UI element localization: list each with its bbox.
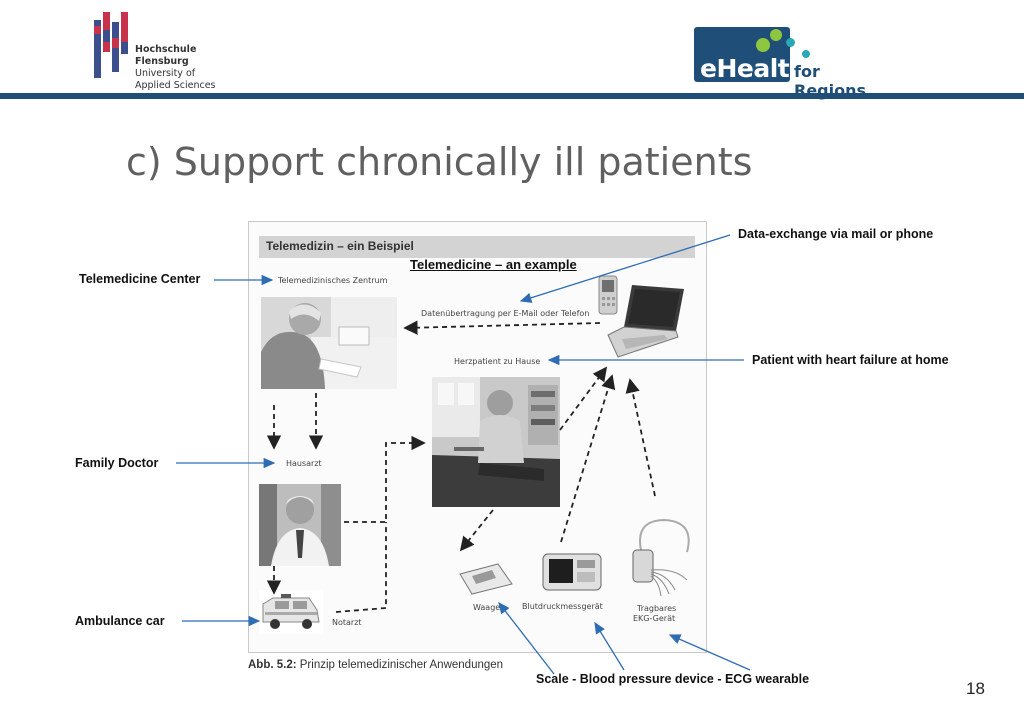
dashed-arrow	[335, 522, 387, 613]
logo-dot-icon	[756, 38, 770, 52]
annotation-devices: Scale - Blood pressure device - ECG wear…	[536, 672, 810, 686]
dashed-arrow	[625, 378, 656, 497]
pointer-arrow	[498, 601, 555, 675]
ambulance-photo	[259, 590, 323, 634]
telemedicine-figure: Telemedizin – ein Beispiel Telemedizinis…	[248, 221, 707, 653]
hs-line-1: Hochschule	[135, 44, 197, 55]
label-emergency: Notarzt	[332, 618, 362, 627]
hs-line-2: Flensburg	[135, 56, 189, 67]
label-center: Telemedizinisches Zentrum	[278, 276, 388, 285]
label-ecg-2: EKG-Gerät	[633, 614, 676, 623]
figure-heading: Telemedizin – ein Beispiel	[266, 239, 414, 253]
label-doctor: Hausarzt	[286, 459, 322, 468]
header-rule	[0, 93, 1024, 99]
figure-subtitle: Telemedicine – an example	[410, 257, 577, 272]
pointer-arrow	[668, 634, 751, 671]
label-scale: Waage	[473, 603, 501, 612]
hs-line-4: Applied Sciences	[135, 80, 216, 91]
page-number: 18	[966, 679, 985, 698]
mobile-phone-icon	[597, 275, 619, 315]
dashed-arrow	[560, 374, 616, 543]
annotation-heart-patient: Patient with heart failure at home	[752, 353, 949, 367]
hochschule-bars-icon	[94, 12, 128, 78]
logo-dot-icon	[802, 50, 810, 58]
annotation-ambulance: Ambulance car	[75, 614, 165, 628]
caption-text: Prinzip telemedizinischer Anwendungen	[299, 659, 504, 671]
label-patient: Herzpatient zu Hause	[454, 357, 541, 366]
annotation-data-exchange: Data-exchange via mail or phone	[738, 227, 934, 241]
logo-dot-icon	[770, 29, 782, 41]
annotation-family-doctor: Family Doctor	[75, 456, 159, 470]
slide-title: c) Support chronically ill patients	[126, 140, 753, 184]
scale-device-icon	[454, 556, 516, 596]
dashed-arrow	[344, 435, 426, 523]
logo-dot-icon	[786, 38, 795, 47]
laptop-icon	[606, 279, 688, 359]
label-bp: Blutdruckmessgerät	[522, 602, 603, 611]
heart-patient-photo	[432, 377, 560, 507]
label-transfer: Datenübertragung per E-Mail oder Telefon	[421, 309, 590, 318]
dashed-arrow	[459, 509, 494, 552]
figure-heading-bar: Telemedizin – ein Beispiel	[259, 236, 695, 258]
family-doctor-photo	[259, 484, 341, 566]
caption-number: Abb. 5.2:	[248, 659, 297, 671]
ecg-device-icon	[621, 516, 701, 600]
pointer-arrow	[594, 621, 625, 671]
label-ecg-1: Tragbares	[637, 604, 677, 613]
blood-pressure-device-icon	[541, 552, 603, 592]
annotation-telemedicine-center: Telemedicine Center	[79, 272, 201, 286]
ehealth-wordmark: eHealth	[700, 54, 807, 83]
figure-caption: Abb. 5.2: Prinzip telemedizinischer Anwe…	[248, 659, 503, 671]
pointer-arrow	[519, 234, 731, 303]
dashed-arrow	[403, 320, 601, 335]
ehealth-logo: eHealth for Regions	[694, 24, 894, 100]
dashed-arrow	[559, 366, 608, 431]
hochschule-logo: Hochschule Flensburg University of Appli…	[94, 12, 234, 92]
telemedicine-center-photo	[261, 297, 397, 389]
hs-line-3: University of	[135, 68, 196, 79]
